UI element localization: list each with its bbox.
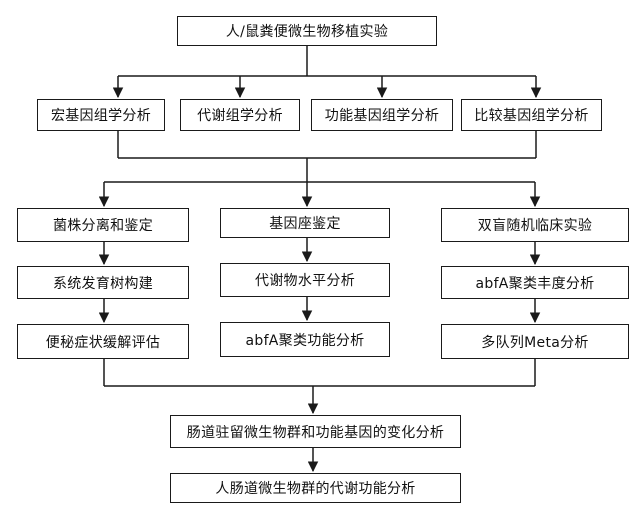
metabolite-level-box: 代谢物水平分析 xyxy=(220,263,390,297)
strain-isolation-box: 菌株分离和鉴定 xyxy=(17,208,189,242)
abfa-cluster-function-box: abfA聚类功能分析 xyxy=(220,322,390,357)
abfa-cluster-abundance-box: abfA聚类丰度分析 xyxy=(441,266,629,299)
metagenomics-box: 宏基因组学分析 xyxy=(37,99,165,131)
comparative-genomics-box: 比较基因组学分析 xyxy=(461,99,602,131)
constipation-relief-box: 便秘症状缓解评估 xyxy=(17,324,189,359)
title-box: 人/鼠粪便微生物移植实验 xyxy=(177,16,437,46)
metabolic-function-box: 人肠道微生物群的代谢功能分析 xyxy=(170,473,461,503)
phylogenetic-tree-box: 系统发育树构建 xyxy=(17,266,189,299)
metabolomics-box: 代谢组学分析 xyxy=(180,99,300,131)
multi-cohort-meta-box: 多队列Meta分析 xyxy=(441,324,629,359)
functional-genomics-box: 功能基因组学分析 xyxy=(311,99,453,131)
double-blind-trial-box: 双盲随机临床实验 xyxy=(441,208,629,242)
locus-identification-box: 基因座鉴定 xyxy=(220,208,390,238)
microbiota-change-box: 肠道驻留微生物群和功能基因的变化分析 xyxy=(170,415,461,448)
